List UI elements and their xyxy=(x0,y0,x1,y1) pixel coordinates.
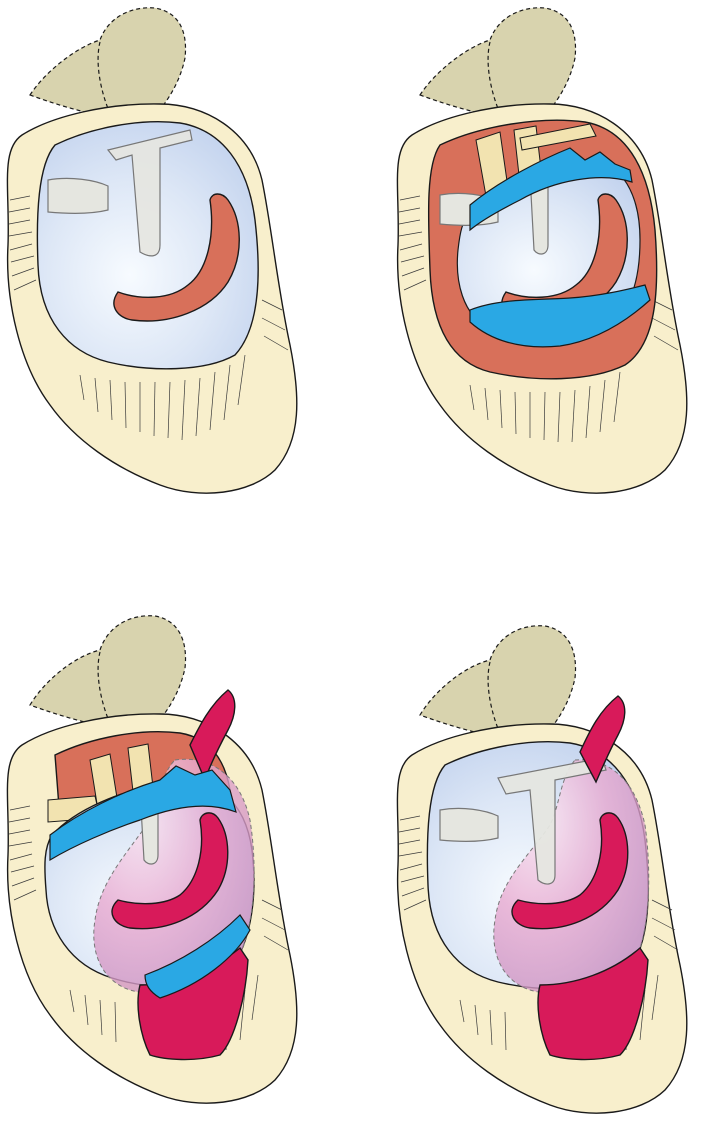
curved-structure xyxy=(113,193,240,322)
crimson-base xyxy=(537,946,649,1061)
panel-bottom-left xyxy=(6,615,298,1104)
top-lobe xyxy=(419,7,577,119)
crimson-tail xyxy=(189,689,236,782)
panel-top-left xyxy=(6,7,298,494)
curved-structure xyxy=(511,812,629,930)
top-bar xyxy=(519,123,597,151)
panel-bottom-right xyxy=(396,625,688,1114)
top-lobe xyxy=(419,625,577,739)
tab-loop xyxy=(439,807,499,842)
hatch-lines-icon xyxy=(398,815,679,1051)
stem-connector xyxy=(106,129,193,257)
hatch-lines-icon xyxy=(8,195,289,441)
panel-top-right xyxy=(396,7,688,494)
tab-loop xyxy=(47,177,109,214)
blue-edge-bottom xyxy=(469,284,651,348)
blue-edge-top xyxy=(469,147,633,232)
top-lobe xyxy=(29,7,187,119)
top-lobe xyxy=(29,615,187,729)
curved-structure xyxy=(111,812,229,930)
hatch-lines-icon xyxy=(398,195,679,443)
crimson-tail xyxy=(579,695,626,784)
blue-edge-top xyxy=(49,765,237,862)
blue-edge-bottom xyxy=(144,914,251,999)
stem-connector xyxy=(497,757,607,885)
